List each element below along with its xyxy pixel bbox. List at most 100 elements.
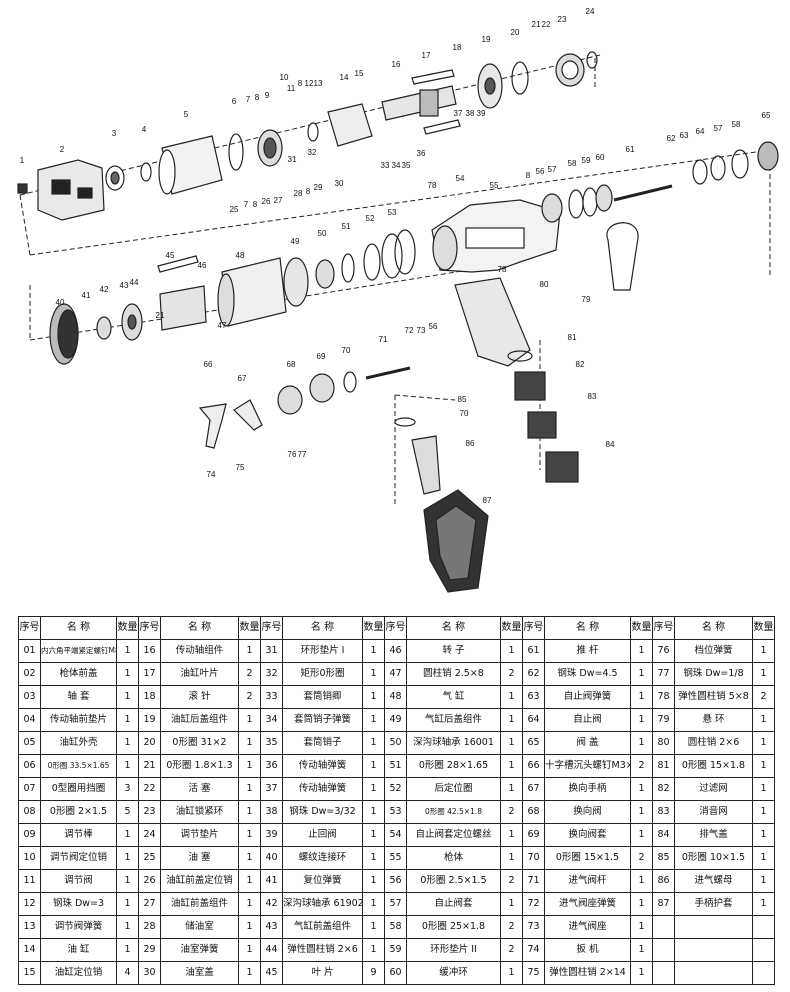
- cell-no: 43: [260, 915, 283, 939]
- cell-name: 换向阀: [544, 800, 631, 824]
- cell-qty: 5: [116, 800, 139, 824]
- callout-number: 36: [417, 149, 426, 158]
- cell-name: 后定位圈: [406, 777, 501, 801]
- cell-no: 24: [138, 823, 161, 847]
- cell-name: 推 杆: [544, 639, 631, 663]
- callout-number: 40: [56, 298, 65, 307]
- cell-qty: 1: [500, 777, 523, 801]
- cell-name: 油 塞: [160, 846, 239, 870]
- cell-qty: 2: [500, 915, 523, 939]
- callout-number: 39: [477, 109, 486, 118]
- callout-number: 28: [294, 189, 303, 198]
- cell-no: 63: [522, 685, 545, 709]
- cell-qty: [752, 938, 775, 962]
- callout-number: 85: [458, 395, 467, 404]
- cell-name: 进气螺母: [674, 869, 753, 893]
- header-name: 名 称: [406, 616, 501, 640]
- cell-name: 传动轴弹簧: [282, 754, 363, 778]
- callout-number: 21: [156, 311, 165, 320]
- table-header-row: 序号名 称数量序号名 称数量序号名 称数量序号名 称数量序号名 称数量序号名 称…: [18, 616, 775, 640]
- callout-number: 2: [60, 145, 65, 154]
- cell-no: 09: [18, 823, 41, 847]
- header-no: 序号: [18, 616, 41, 640]
- cell-no: 32: [260, 662, 283, 686]
- cell-no: 72: [522, 892, 545, 916]
- cell-name: 油室弹簧: [160, 938, 239, 962]
- cell-no: 83: [652, 800, 675, 824]
- header-no: 序号: [260, 616, 283, 640]
- cell-name: 弹性圆柱销 2×14: [544, 961, 631, 985]
- callout-number: 62: [667, 134, 676, 143]
- cell-name: 止回阀: [282, 823, 363, 847]
- cell-no: [652, 915, 675, 939]
- cell-no: 74: [522, 938, 545, 962]
- callout-number: 61: [626, 145, 635, 154]
- callout-number: 22: [542, 20, 551, 29]
- cell-no: 81: [652, 754, 675, 778]
- cell-qty: 1: [752, 708, 775, 732]
- callout-number: 74: [207, 470, 216, 479]
- cell-no: 20: [138, 731, 161, 755]
- cell-name: 油缸前盖定位销: [160, 869, 239, 893]
- callout-number: 52: [366, 214, 375, 223]
- cell-qty: 1: [116, 754, 139, 778]
- cell-no: 62: [522, 662, 545, 686]
- cell-no: 71: [522, 869, 545, 893]
- cell-qty: 1: [752, 892, 775, 916]
- cell-qty: 2: [238, 662, 261, 686]
- cell-qty: 1: [238, 915, 261, 939]
- cell-qty: 1: [238, 777, 261, 801]
- callout-number: 83: [588, 392, 597, 401]
- cell-qty: 1: [362, 823, 385, 847]
- header-qty: 数量: [630, 616, 653, 640]
- cell-name: 档位弹簧: [674, 639, 753, 663]
- callout-number: 79: [582, 295, 591, 304]
- cell-name: 钢珠 Dw=4.5: [544, 662, 631, 686]
- cell-no: 23: [138, 800, 161, 824]
- callout-number: 4: [142, 125, 147, 134]
- callout-number: 87: [483, 496, 492, 505]
- cell-name: [674, 915, 753, 939]
- cell-name: 进气阀座弹簧: [544, 892, 631, 916]
- cell-qty: 1: [116, 639, 139, 663]
- cell-name: 滚 针: [160, 685, 239, 709]
- cell-qty: 1: [362, 708, 385, 732]
- callout-number: 71: [379, 335, 388, 344]
- cell-name: 圆柱销 2.5×8: [406, 662, 501, 686]
- cell-no: 57: [384, 892, 407, 916]
- callout-number: 78: [498, 265, 507, 274]
- cell-qty: 1: [752, 662, 775, 686]
- callout-number: 3: [112, 129, 117, 138]
- cell-name: 深沟球轴承 61902: [282, 892, 363, 916]
- callout-number: 56: [536, 167, 545, 176]
- callout-number: 84: [606, 440, 615, 449]
- cell-qty: 3: [116, 777, 139, 801]
- callout-number: 72: [405, 326, 414, 335]
- cell-name: 套筒销子弹簧: [282, 708, 363, 732]
- cell-qty: 2: [630, 754, 653, 778]
- header-name: 名 称: [674, 616, 753, 640]
- cell-no: 79: [652, 708, 675, 732]
- callout-number: 16: [392, 60, 401, 69]
- cell-name: 调节棒: [40, 823, 117, 847]
- callout-number: 48: [236, 251, 245, 260]
- cell-qty: 1: [500, 685, 523, 709]
- header-no: 序号: [384, 616, 407, 640]
- cell-qty: 2: [630, 846, 653, 870]
- cell-no: 76: [652, 639, 675, 663]
- cell-qty: 2: [500, 800, 523, 824]
- callout-number: 50: [318, 229, 327, 238]
- callout-number: 47: [218, 321, 227, 330]
- cell-name: 轴 套: [40, 685, 117, 709]
- callout-number: 8: [306, 187, 311, 196]
- cell-name: 扳 机: [544, 938, 631, 962]
- callout-number: 67: [238, 374, 247, 383]
- callout-number: 20: [511, 28, 520, 37]
- cell-no: 15: [18, 961, 41, 985]
- cell-name: 钢珠 Dw=1/8: [674, 662, 753, 686]
- cell-no: 77: [652, 662, 675, 686]
- cell-qty: 1: [630, 639, 653, 663]
